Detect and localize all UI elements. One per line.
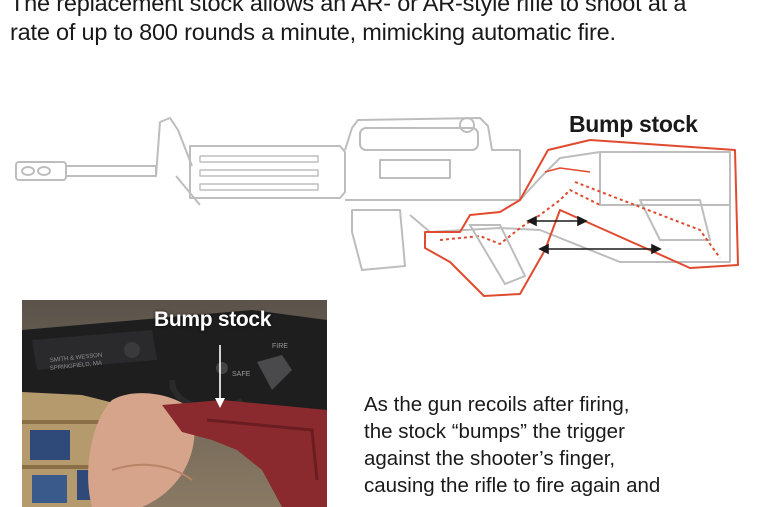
rifle-magazine — [351, 209, 406, 271]
caption-line-4: causing the rifle to fire again and — [364, 474, 661, 497]
shelf-box — [32, 475, 67, 503]
hand — [88, 393, 195, 507]
arrow-head-right — [577, 215, 588, 227]
muzzle-port — [21, 166, 35, 176]
diagram-label: Bump stock — [569, 111, 698, 137]
vent-row — [199, 169, 319, 177]
rifle-outline — [15, 117, 731, 271]
caption-line-3: against the shooter’s finger, — [364, 447, 616, 470]
svg-text:SMITH & WESSON: SMITH & WESSON — [50, 353, 103, 364]
rifle-barrel — [65, 165, 157, 177]
handguard-vents — [199, 155, 319, 191]
vent-row — [199, 183, 319, 191]
rifle-diagram — [15, 117, 739, 297]
bump-stock-outline — [424, 139, 739, 297]
svg-text:SPRINGFIELD, MA: SPRINGFIELD, MA — [50, 361, 103, 372]
motion-arrows — [526, 215, 662, 255]
bump-stock-dotted — [574, 181, 721, 259]
svg-text:SAFE: SAFE — [232, 371, 251, 378]
muzzle-port — [37, 166, 51, 176]
photo-illustration: SMITH & WESSON SPRINGFIELD, MA SAFE FIRE — [22, 300, 327, 507]
intro-line-2: rate of up to 800 rounds a minute, mimic… — [10, 19, 616, 45]
intro-line-1: The replacement stock allows an AR- or A… — [10, 0, 687, 16]
safety-selector — [257, 355, 292, 390]
pistol-grip — [468, 224, 527, 286]
carry-handle-window — [359, 127, 479, 151]
caption-text: As the gun recoils after firing, the sto… — [364, 391, 754, 499]
lower-receiver — [345, 151, 731, 263]
bump-stock-dotted — [439, 189, 601, 245]
shelf-box — [30, 430, 70, 460]
svg-text:FIRE: FIRE — [272, 343, 288, 350]
vent-row — [199, 155, 319, 163]
bump-stock-photo: SMITH & WESSON SPRINGFIELD, MA SAFE FIRE… — [22, 300, 327, 507]
stock-detail — [599, 152, 730, 206]
rifle-handguard — [189, 145, 346, 199]
bump-stock-highlight — [424, 139, 739, 297]
caption-line-1: As the gun recoils after firing, — [364, 393, 630, 416]
intro-text: The replacement stock allows an AR- or A… — [10, 0, 755, 47]
ejection-port — [379, 159, 451, 179]
arrow-head-right — [651, 243, 662, 255]
rear-sight-icon — [459, 117, 475, 133]
stock-detail — [639, 199, 711, 241]
arrow-head-left — [526, 215, 537, 227]
rifle-muzzle — [15, 161, 67, 181]
front-sight-base — [175, 175, 201, 206]
photo-label: Bump stock — [154, 308, 272, 331]
caption-line-2: the stock “bumps” the trigger — [364, 420, 625, 443]
upper-receiver — [344, 117, 521, 201]
front-sight — [155, 117, 193, 177]
arrow-head-left — [538, 243, 549, 255]
bump-stock-edge — [544, 167, 591, 173]
